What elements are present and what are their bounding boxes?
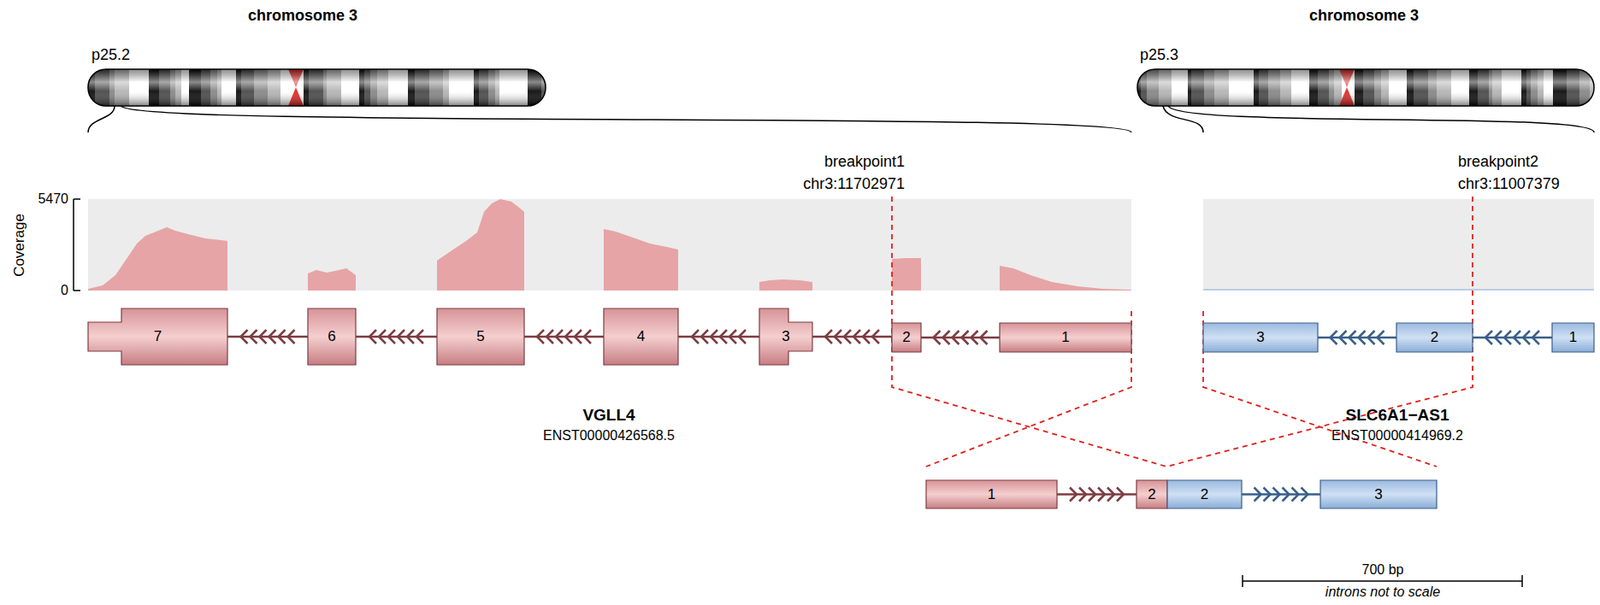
- exon-number: 1: [1569, 329, 1577, 347]
- exon-box: 1: [926, 480, 1057, 509]
- exon-box: 4: [603, 308, 679, 366]
- zoom-bracket: [88, 106, 115, 133]
- intron-line: [524, 330, 604, 344]
- intron-line: [1056, 488, 1137, 502]
- breakpoint-label: breakpoint2: [1458, 153, 1539, 170]
- coverage-axis: [73, 199, 81, 291]
- exon-number: 6: [327, 328, 336, 346]
- exon-number: 4: [637, 328, 645, 346]
- chromosome-ideogram: [1137, 69, 1595, 107]
- breakpoint-coordinate: chr3:11007379: [1458, 176, 1560, 192]
- exon-number: 2: [902, 329, 910, 347]
- coverage-panel: [1203, 199, 1595, 291]
- exon-number: 1: [987, 486, 996, 504]
- zoom-bracket: [1163, 106, 1204, 133]
- exon-box: 7: [88, 308, 228, 366]
- axis-tick-label: 0: [60, 283, 69, 298]
- exon-number: 7: [153, 328, 162, 346]
- exon-number: 1: [1061, 329, 1069, 347]
- intron-line: [1472, 330, 1553, 345]
- intron-line: [1317, 330, 1397, 345]
- exon-number: 2: [1147, 486, 1156, 504]
- exon-box: 3: [1203, 323, 1318, 353]
- breakpoint-coordinate: chr3:11702971: [802, 176, 905, 192]
- exon-number: 2: [1430, 329, 1439, 347]
- band-label: p25.2: [91, 47, 130, 63]
- intron-line: [812, 330, 892, 344]
- exon-number: 3: [1374, 486, 1382, 504]
- exon-box: 2: [891, 323, 922, 353]
- zoom-bracket: [121, 106, 1132, 133]
- chromosome-ideogram: [88, 69, 546, 107]
- exon-box: 2: [1396, 323, 1473, 353]
- exon-box: 3: [1320, 480, 1437, 509]
- breakpoint-line: [891, 196, 1473, 467]
- exon-box: 5: [436, 308, 525, 366]
- exon-number: 2: [1200, 486, 1209, 504]
- intron-line: [678, 330, 760, 344]
- chromosome-title: chromosome 3: [1309, 7, 1419, 24]
- intron-line: [921, 330, 1000, 345]
- coverage-panel: [88, 199, 1132, 291]
- zoom-bracket: [1168, 106, 1595, 133]
- transcript-id: ENST00000426568.5: [543, 429, 675, 443]
- coverage-track: [1203, 289, 1595, 291]
- scale-note: introns not to scale: [1325, 585, 1441, 600]
- transcript-id: ENST00000414969.2: [1331, 429, 1464, 443]
- chromosome-title: chromosome 3: [247, 7, 358, 24]
- exon-box: 2: [1167, 480, 1242, 509]
- intron-line: [227, 330, 308, 344]
- exon-box: 1: [1552, 323, 1595, 353]
- gene-name: VGLL4: [582, 407, 635, 424]
- exon-box: 6: [307, 308, 356, 366]
- breakpoint-label: breakpoint1: [824, 153, 905, 170]
- exon-number: 5: [476, 328, 485, 346]
- gene-name: SLC6A1−AS1: [1346, 407, 1450, 424]
- axis-tick-label: 5470: [37, 192, 69, 207]
- scale-label: 700 bp: [1362, 563, 1405, 578]
- exon-number: 3: [1256, 329, 1264, 347]
- coverage-track: [88, 199, 1132, 291]
- intron-line: [1241, 488, 1321, 502]
- band-label: p25.3: [1139, 47, 1179, 63]
- exon-box: 1: [999, 323, 1132, 353]
- intron-line: [355, 330, 437, 344]
- exon-number: 3: [781, 328, 790, 346]
- exon-box: 3: [759, 308, 813, 366]
- axis-title: Coverage: [11, 213, 27, 278]
- exon-box: 2: [1136, 480, 1168, 509]
